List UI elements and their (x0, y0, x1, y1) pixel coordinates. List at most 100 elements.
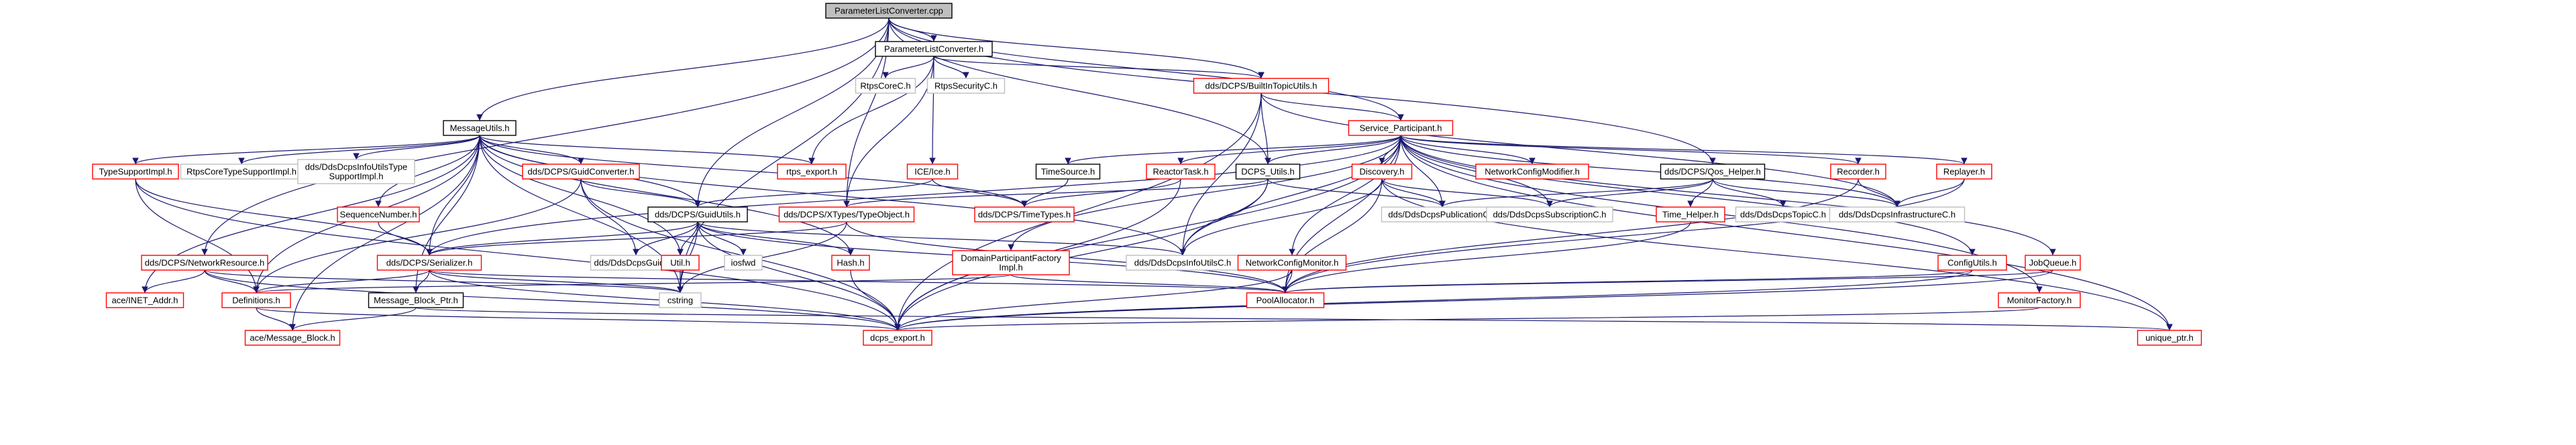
node-dds_guidC[interactable]: dds/DdsDcpsGuidC.h (590, 255, 682, 271)
edge-dpf_impl-to-definitions (254, 274, 1012, 294)
node-box[interactable] (777, 164, 847, 180)
node-rtpscore_ts[interactable]: RtpsCoreTypeSupportImpl.h (180, 164, 303, 180)
node-box[interactable] (875, 41, 993, 57)
node-box[interactable] (1246, 292, 1325, 308)
node-box[interactable] (92, 164, 179, 180)
node-serializer[interactable]: dds/DCPS/Serializer.h (376, 255, 482, 271)
node-box[interactable] (2025, 255, 2081, 271)
node-reactortask[interactable]: ReactorTask.h (1146, 164, 1216, 180)
node-net_resource[interactable]: dds/DCPS/NetworkResource.h (141, 255, 268, 271)
node-root[interactable]: ParameterListConverter.cpp (825, 3, 953, 19)
node-box[interactable] (825, 3, 953, 19)
node-dcps_export[interactable]: dcps_export.h (863, 330, 932, 346)
node-box[interactable] (863, 330, 932, 346)
node-unique_ptr[interactable]: unique_ptr.h (2137, 330, 2202, 346)
node-box[interactable] (952, 250, 1070, 275)
node-box[interactable] (1998, 292, 2081, 308)
node-box[interactable] (1937, 255, 2007, 271)
node-box[interactable] (1035, 164, 1101, 180)
node-box[interactable] (1936, 164, 1992, 180)
node-plc_h[interactable]: ParameterListConverter.h (875, 41, 993, 57)
node-discovery[interactable]: Discovery.h (1351, 164, 1413, 180)
edge-svc_part-to-config_utils (1400, 135, 1976, 256)
node-box[interactable] (105, 292, 184, 308)
node-box[interactable] (1193, 78, 1330, 94)
node-box[interactable] (906, 164, 959, 180)
node-box[interactable] (1486, 206, 1613, 222)
node-box[interactable] (831, 255, 870, 271)
node-dcps_utils[interactable]: DCPS_Utils.h (1235, 164, 1301, 180)
node-typesupport[interactable]: TypeSupportImpl.h (92, 164, 179, 180)
node-netcfg_mon[interactable]: NetworkConfigMonitor.h (1237, 255, 1347, 271)
node-rtps_export[interactable]: rtps_export.h (777, 164, 847, 180)
node-guid_conv[interactable]: dds/DCPS/GuidConverter.h (522, 164, 640, 180)
node-definitions[interactable]: Definitions.h (221, 292, 291, 308)
node-rtps_secC[interactable]: RtpsSecurityC.h (926, 78, 1006, 94)
node-ace_mb[interactable]: ace/Message_Block.h (244, 330, 341, 346)
node-box[interactable] (1829, 206, 1966, 222)
node-box[interactable] (221, 292, 291, 308)
node-inet_addr[interactable]: ace/INET_Addr.h (105, 292, 184, 308)
node-bit_utils[interactable]: dds/DCPS/BuiltInTopicUtils.h (1193, 78, 1330, 94)
node-replayer[interactable]: Replayer.h (1936, 164, 1992, 180)
node-box[interactable] (855, 78, 916, 94)
node-config_utils[interactable]: ConfigUtils.h (1937, 255, 2007, 271)
node-xtypes[interactable]: dds/DCPS/XTypes/TypeObject.h (778, 206, 915, 222)
node-box[interactable] (376, 255, 482, 271)
node-ice[interactable]: ICE/Ice.h (906, 164, 959, 180)
node-time_helper[interactable]: Time_Helper.h (1656, 206, 1725, 222)
node-seqnum[interactable]: SequenceNumber.h (337, 206, 420, 222)
node-box[interactable] (368, 292, 464, 308)
node-recorder[interactable]: Recorder.h (1830, 164, 1886, 180)
node-dds_subC[interactable]: dds/DdsDcpsSubscriptionC.h (1486, 206, 1613, 222)
node-dds_infoutilsC[interactable]: dds/DdsDcpsInfoUtilsC.h (1126, 255, 1240, 271)
node-box[interactable] (522, 164, 640, 180)
node-box[interactable] (926, 78, 1006, 94)
node-poolalloc[interactable]: PoolAllocator.h (1246, 292, 1325, 308)
node-box[interactable] (1235, 164, 1301, 180)
node-iosfwd[interactable]: iosfwd (724, 255, 763, 271)
node-qos_helper[interactable]: dds/DCPS/Qos_Helper.h (1660, 164, 1766, 180)
node-netcfg_mod[interactable]: NetworkConfigModifier.h (1475, 164, 1589, 180)
node-box[interactable] (647, 206, 748, 222)
node-box[interactable] (1660, 164, 1766, 180)
node-box[interactable] (141, 255, 268, 271)
node-box[interactable] (661, 255, 700, 271)
node-monitorfactory[interactable]: MonitorFactory.h (1998, 292, 2081, 308)
edge-bit_utils-to-dcps_export (894, 92, 1262, 331)
node-dds_topicC[interactable]: dds/DdsDcpsTopicC.h (1735, 206, 1831, 222)
node-box[interactable] (244, 330, 341, 346)
node-box[interactable] (974, 206, 1075, 222)
node-timetypes[interactable]: dds/DCPS/TimeTypes.h (974, 206, 1075, 222)
node-box[interactable] (1475, 164, 1589, 180)
node-svc_part[interactable]: Service_Participant.h (1348, 120, 1454, 136)
node-mbptr[interactable]: Message_Block_Ptr.h (368, 292, 464, 308)
node-box[interactable] (1351, 164, 1413, 180)
node-hash[interactable]: Hash.h (831, 255, 870, 271)
node-box[interactable] (443, 120, 517, 136)
node-jobqueue[interactable]: JobQueue.h (2025, 255, 2081, 271)
node-label: Message_Block_Ptr.h (374, 296, 458, 306)
node-box[interactable] (337, 206, 420, 222)
node-dds_pubC[interactable]: dds/DdsDcpsPublicationC.h (1381, 206, 1504, 222)
node-label: Definitions.h (232, 296, 280, 306)
node-box[interactable] (778, 206, 915, 222)
node-box[interactable] (659, 292, 702, 308)
node-util[interactable]: Util.h (661, 255, 700, 271)
node-timesource[interactable]: TimeSource.h (1035, 164, 1101, 180)
node-box[interactable] (2137, 330, 2202, 346)
node-box[interactable] (297, 159, 415, 184)
node-box[interactable] (1656, 206, 1725, 222)
node-guid_utils[interactable]: dds/DCPS/GuidUtils.h (647, 206, 748, 222)
node-box[interactable] (1237, 255, 1347, 271)
node-box[interactable] (724, 255, 763, 271)
node-dds_infraC[interactable]: dds/DdsDcpsInfrastructureC.h (1829, 206, 1966, 222)
node-box[interactable] (1830, 164, 1886, 180)
node-cstring[interactable]: cstring (659, 292, 702, 308)
node-box[interactable] (1348, 120, 1454, 136)
node-msg_utils[interactable]: MessageUtils.h (443, 120, 517, 136)
node-box[interactable] (1146, 164, 1216, 180)
node-rtps_coreC[interactable]: RtpsCoreC.h (855, 78, 916, 94)
